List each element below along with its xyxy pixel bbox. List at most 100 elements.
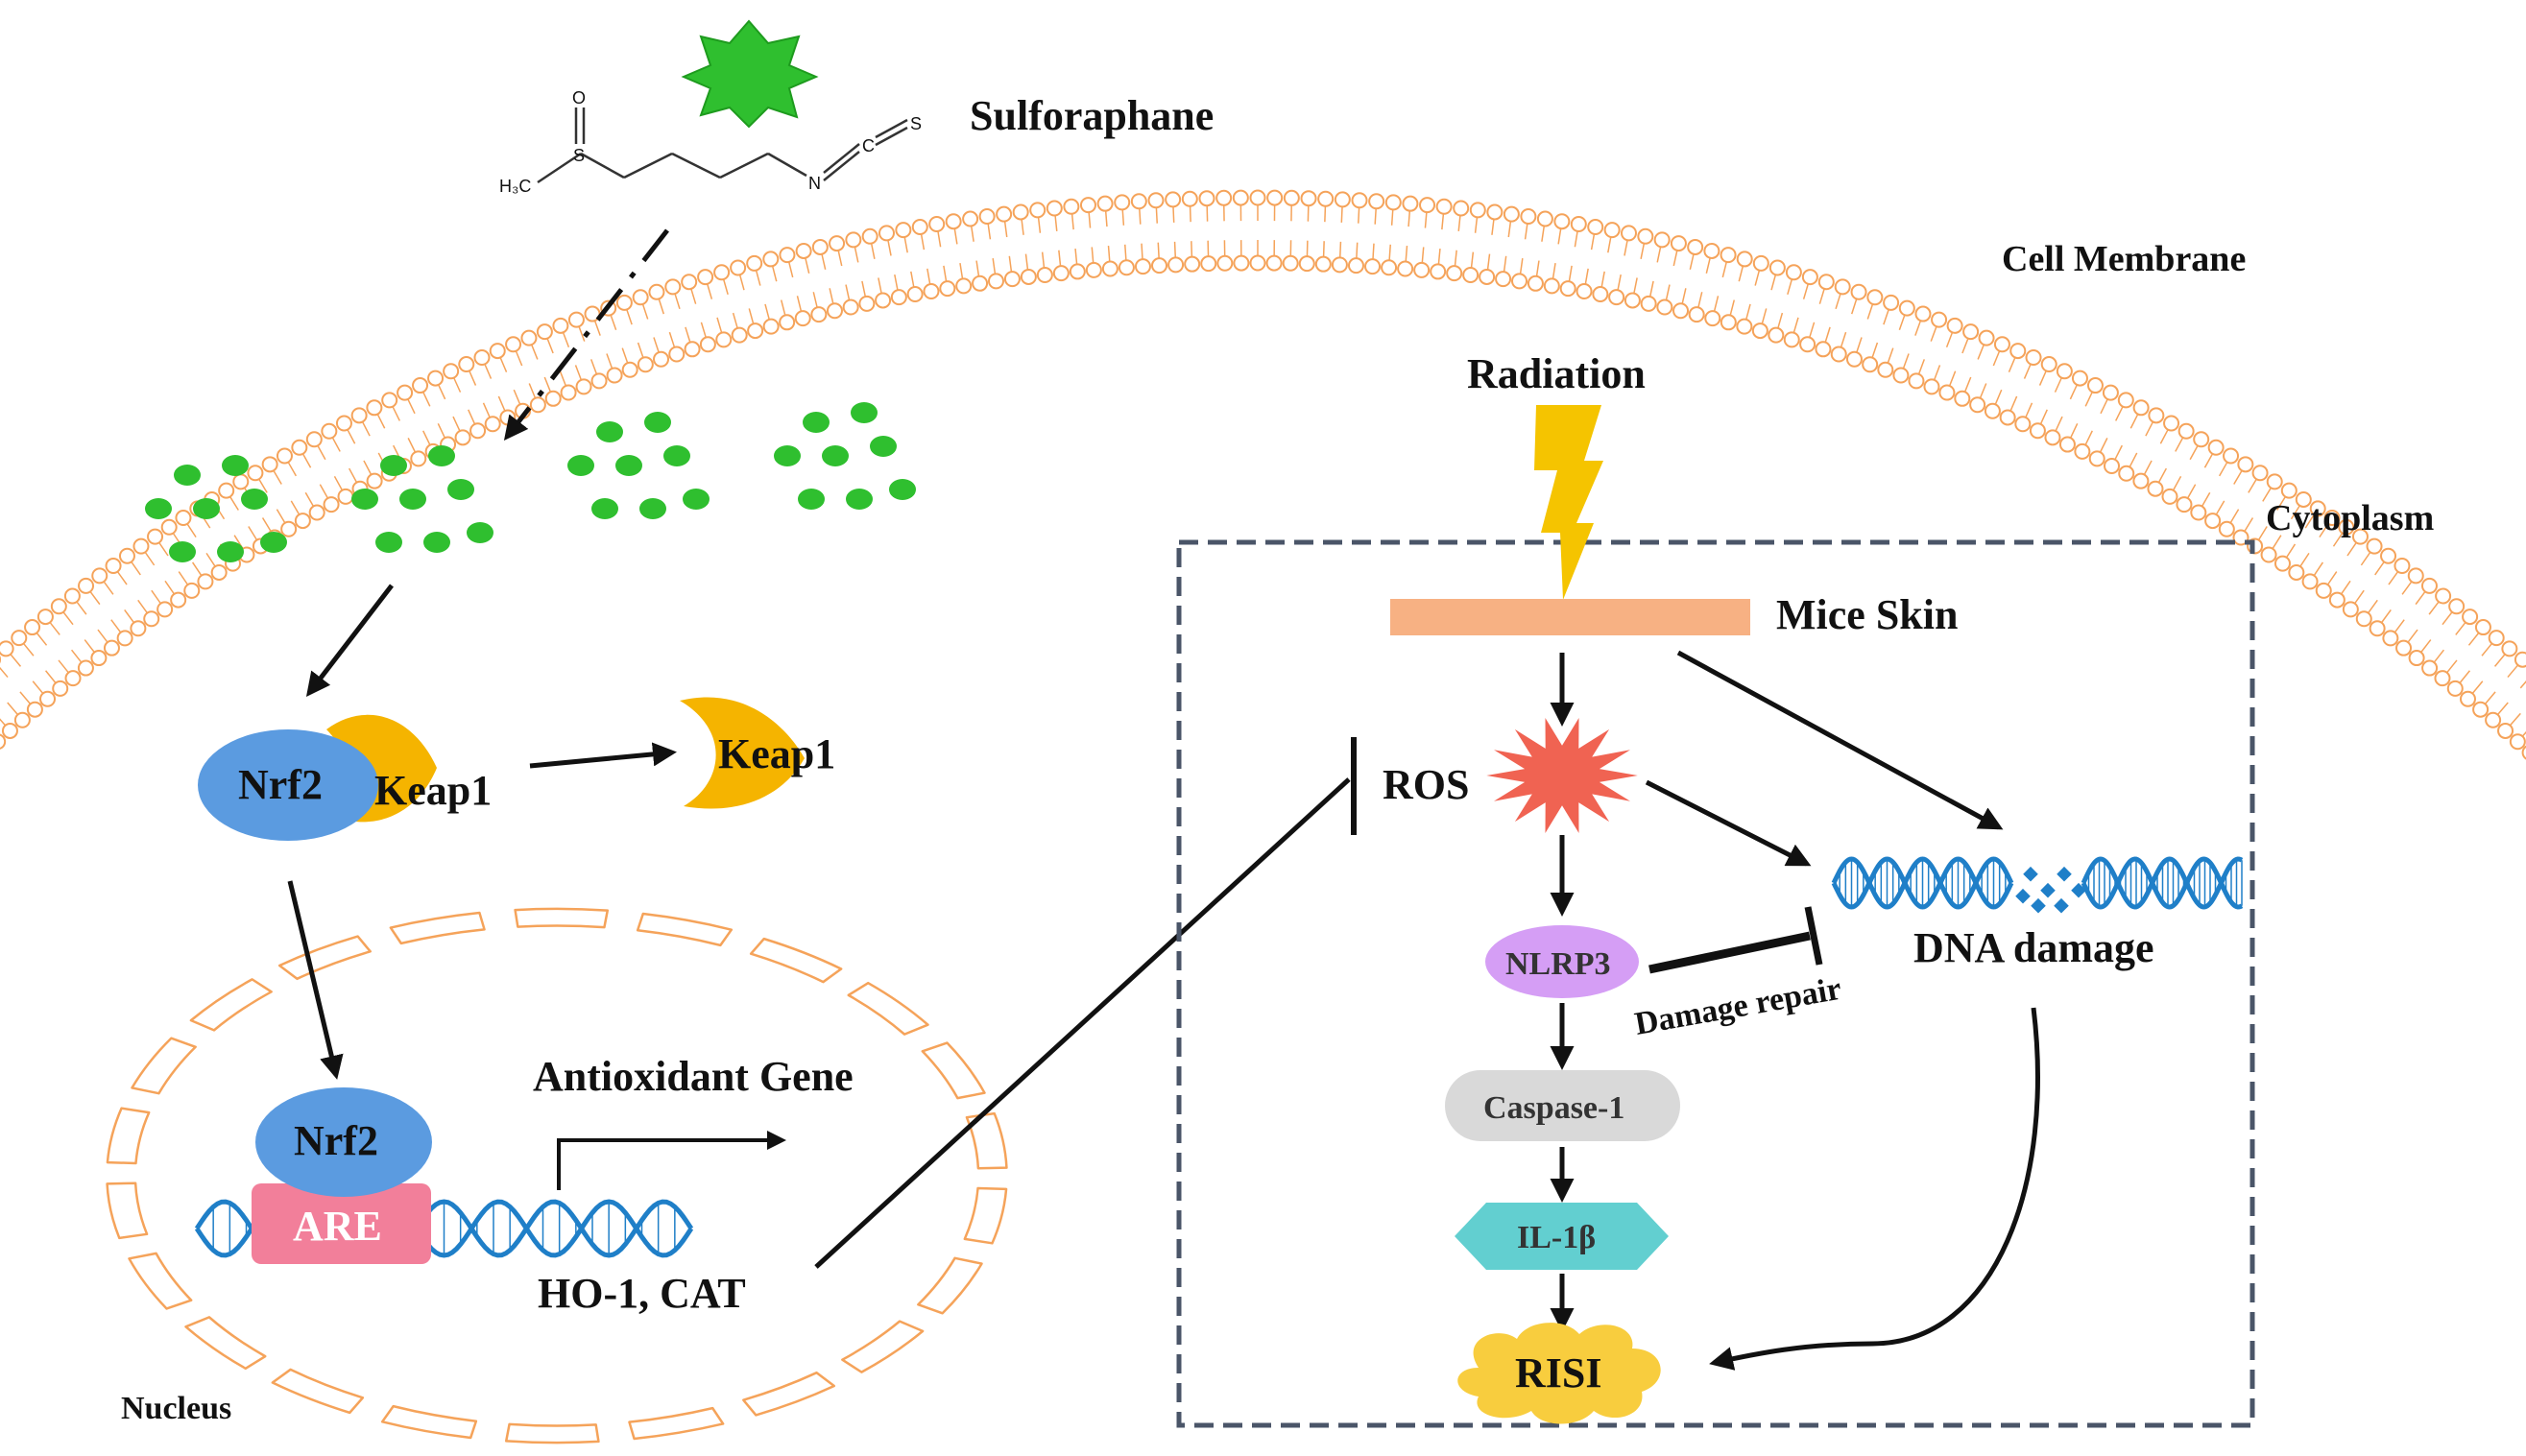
lipid-head — [1302, 191, 1316, 205]
lipid-head — [1655, 232, 1670, 247]
lipid-head — [506, 337, 520, 351]
lipid-head — [1398, 261, 1412, 275]
lipid-tail — [765, 304, 769, 320]
nuclear-envelope-segment — [391, 913, 485, 943]
lipid-tail — [111, 620, 121, 633]
lipid-tail — [377, 414, 385, 428]
lipid-head — [980, 209, 995, 224]
lipid-head — [2435, 671, 2449, 685]
lipid-tail — [2354, 590, 2364, 604]
lipid-head — [2394, 559, 2409, 573]
green-dot — [193, 498, 220, 519]
lipid-head — [66, 671, 81, 685]
lipid-head — [1369, 194, 1383, 208]
lipid-head — [1939, 386, 1954, 400]
lipid-head — [876, 293, 890, 307]
lipid-tail — [1438, 249, 1440, 265]
lipid-tail — [2070, 384, 2077, 398]
lipid-tail — [1771, 274, 1776, 290]
mice-skin-label: Mice Skin — [1776, 591, 1958, 638]
lipid-head — [780, 315, 794, 329]
dna-fragment — [2023, 867, 2038, 882]
lipid-head — [118, 631, 132, 645]
lipid-tail — [131, 561, 140, 575]
lipid-head — [1217, 256, 1232, 271]
lipid-head — [2381, 549, 2395, 563]
lipid-head — [1737, 320, 1751, 334]
lipid-tail — [1903, 353, 1909, 369]
lipid-tail — [2220, 462, 2227, 476]
lipid-tail — [2009, 357, 2015, 372]
lipid-head — [2001, 410, 2015, 424]
lipid-head — [1800, 337, 1815, 351]
arrow-dna-to-risi — [1714, 1008, 2037, 1363]
il1b-label: IL-1β — [1517, 1220, 1596, 1255]
lipid-tail — [2361, 552, 2370, 565]
lipid-tail — [1624, 240, 1627, 256]
lipid-tail — [438, 423, 445, 438]
lipid-head — [2253, 465, 2268, 480]
lipid-tail — [0, 713, 6, 726]
lipid-tail — [717, 318, 722, 333]
lipid-head — [2119, 393, 2133, 407]
lipid-head — [1030, 203, 1045, 217]
lipid-head — [569, 313, 584, 327]
lipid-tail — [1476, 217, 1478, 233]
lipid-tail — [2375, 561, 2385, 575]
lipid-head — [38, 609, 53, 624]
nuclear-envelope-segment — [186, 1317, 266, 1368]
lipid-head — [1437, 200, 1452, 214]
lipid-tail — [33, 681, 43, 694]
lipid-tail — [642, 303, 647, 319]
lipid-head — [2396, 641, 2411, 656]
lipid-tail — [797, 296, 801, 312]
risi-label: RISI — [1515, 1349, 1602, 1396]
lipid-head — [1420, 198, 1434, 212]
lipid-head — [2149, 408, 2163, 422]
lipid-tail — [1109, 246, 1110, 262]
lipid-tail — [1375, 208, 1376, 225]
lipid-head — [846, 232, 860, 247]
lipid-tail — [1357, 243, 1358, 259]
lipid-head — [913, 220, 927, 234]
sulforaphane-star-icon — [684, 21, 816, 127]
lipid-tail — [36, 633, 47, 645]
lipid-tail — [1964, 377, 1970, 393]
nuclear-envelope-segment — [382, 1406, 476, 1438]
lipid-tail — [895, 274, 898, 291]
lipid-head — [1487, 204, 1502, 219]
lipid-tail — [516, 350, 521, 366]
lipid-tail — [274, 470, 282, 485]
lipid-tail — [1980, 384, 1985, 399]
lipid-head — [474, 350, 489, 365]
lipid-head — [733, 328, 747, 343]
lipid-tail — [1585, 269, 1588, 285]
molecule-n: N — [808, 174, 821, 193]
nrf2-label: Nrf2 — [238, 761, 323, 808]
lipid-head — [2448, 681, 2463, 696]
nuclear-envelope-segment — [279, 937, 371, 979]
lipid-tail — [1542, 226, 1544, 242]
lipid-head — [325, 497, 339, 512]
arrow-ros-to-dna — [1647, 782, 1807, 864]
lipid-head — [65, 588, 80, 603]
lipid-tail — [348, 429, 355, 443]
green-dot — [870, 436, 897, 457]
lipid-tail — [125, 609, 134, 623]
lipid-head — [797, 244, 811, 258]
lipid-tail — [1995, 390, 2002, 405]
lipid-tail — [560, 371, 565, 387]
lipid-tail — [1836, 294, 1840, 309]
lipid-tail — [179, 572, 188, 585]
lipid-head — [456, 430, 470, 444]
lipid-tail — [972, 226, 974, 242]
caspase1-label: Caspase-1 — [1483, 1090, 1624, 1126]
lipid-head — [1554, 214, 1569, 228]
lipid-tail — [514, 390, 520, 405]
lipid-head — [1893, 369, 1908, 383]
lipid-head — [1081, 198, 1095, 212]
lipid-tail — [2446, 660, 2457, 673]
green-dot — [644, 412, 671, 433]
lipid-head — [879, 226, 894, 240]
